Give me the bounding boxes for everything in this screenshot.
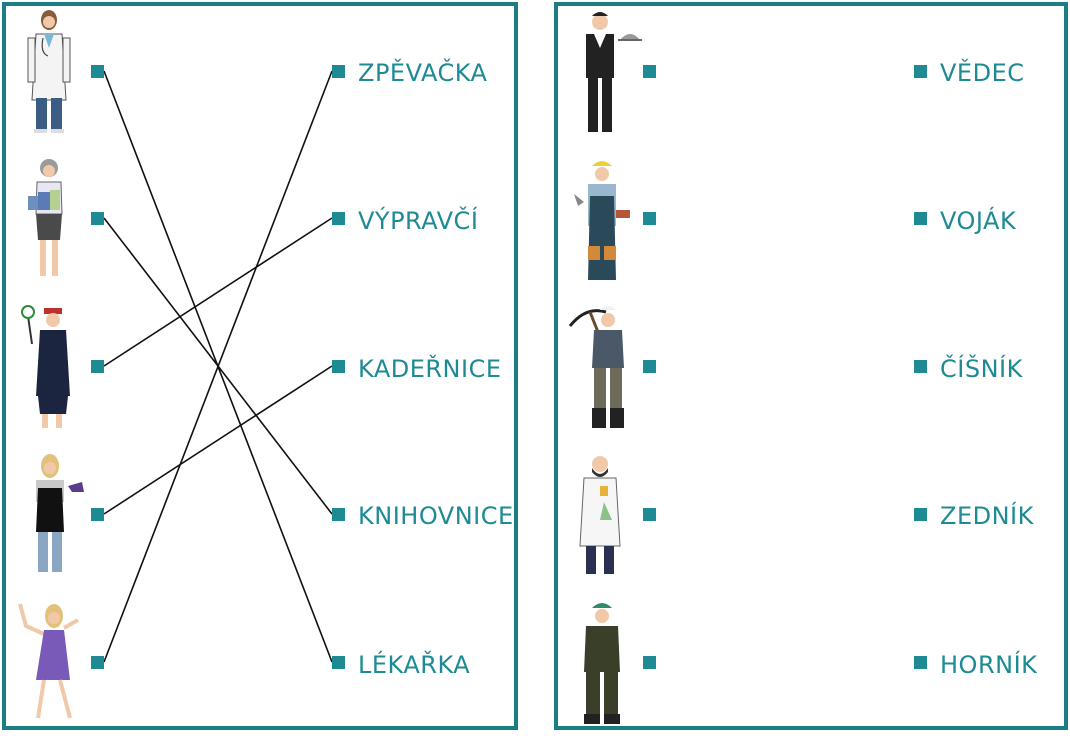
scientist-icon xyxy=(579,456,621,574)
word-label: VÝPRAVČÍ xyxy=(358,207,479,235)
word-3-dot[interactable] xyxy=(332,360,345,373)
train-dispatcher-woman-icon xyxy=(21,305,70,428)
word-label: VĚDEC xyxy=(940,59,1025,87)
doctor-woman-icon xyxy=(27,10,71,133)
person-1-dot[interactable] xyxy=(91,65,104,78)
connection-line xyxy=(103,70,333,663)
word-label: KADEŘNICE xyxy=(358,355,502,383)
word-2-dot[interactable] xyxy=(914,212,927,225)
person-3-dot[interactable] xyxy=(643,360,656,373)
word-4-dot[interactable] xyxy=(332,508,345,521)
connection-line xyxy=(103,217,333,367)
person-4-dot[interactable] xyxy=(91,508,104,521)
word-label: ZPĚVAČKA xyxy=(358,59,488,87)
singer-woman-icon xyxy=(18,603,79,719)
person-5-dot[interactable] xyxy=(91,656,104,669)
word-1-dot[interactable] xyxy=(332,65,345,78)
person-1-dot[interactable] xyxy=(643,65,656,78)
word-label: VOJÁK xyxy=(940,207,1017,235)
word-label: ZEDNÍK xyxy=(940,502,1034,530)
hairdresser-woman-icon xyxy=(36,454,84,572)
waiter-icon xyxy=(586,12,642,132)
word-5-dot[interactable] xyxy=(332,656,345,669)
librarian-woman-icon xyxy=(28,159,63,276)
word-5-dot[interactable] xyxy=(914,656,927,669)
miner-icon xyxy=(568,306,624,428)
word-1-dot[interactable] xyxy=(914,65,927,78)
word-4-dot[interactable] xyxy=(914,508,927,521)
word-label: LÉKAŘKA xyxy=(358,651,471,679)
word-2-dot[interactable] xyxy=(332,212,345,225)
person-5-dot[interactable] xyxy=(643,656,656,669)
right-exercise-panel xyxy=(554,2,1068,730)
person-4-dot[interactable] xyxy=(643,508,656,521)
bricklayer-icon xyxy=(574,161,630,280)
soldier-icon xyxy=(584,603,620,724)
person-3-dot[interactable] xyxy=(91,360,104,373)
person-2-dot[interactable] xyxy=(91,212,104,225)
word-label: KNIHOVNICE xyxy=(358,502,514,530)
left-exercise-panel xyxy=(2,2,518,730)
person-2-dot[interactable] xyxy=(643,212,656,225)
word-label: HORNÍK xyxy=(940,651,1038,679)
connection-line xyxy=(103,365,333,515)
word-label: ČÍŠNÍK xyxy=(940,355,1023,383)
word-3-dot[interactable] xyxy=(914,360,927,373)
